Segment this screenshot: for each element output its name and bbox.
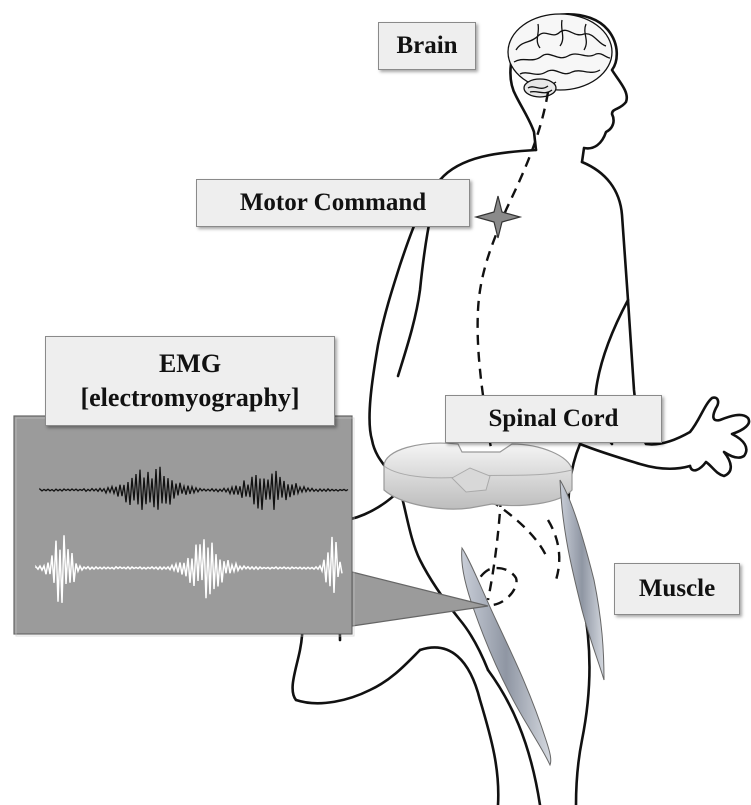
muscle-label: Muscle — [614, 563, 740, 615]
muscle-icon — [560, 480, 604, 680]
spinal-cord-label: Spinal Cord — [445, 395, 662, 443]
emg-title: EMG — [159, 347, 221, 381]
emg-label: EMG [electromyography] — [45, 336, 335, 426]
muscle-icon — [462, 548, 551, 765]
nerve-pathway — [476, 92, 559, 605]
motor-command-star-icon — [476, 196, 520, 238]
brain-label: Brain — [378, 22, 476, 70]
brain-icon — [508, 14, 612, 97]
emg-subtitle: [electromyography] — [80, 381, 299, 415]
spinal-cord-cross-section-icon — [384, 443, 572, 509]
motor-command-label: Motor Command — [196, 179, 470, 227]
